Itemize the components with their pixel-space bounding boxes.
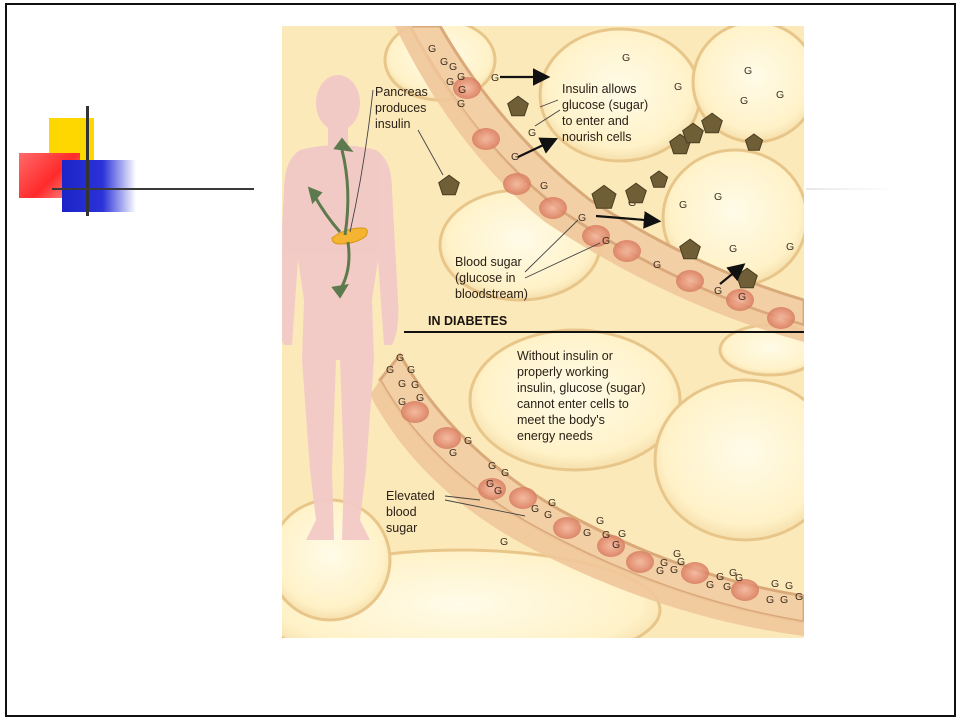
glucose-marker: G <box>596 515 604 527</box>
glucose-marker: G <box>398 378 406 390</box>
glucose-marker: G <box>531 503 539 515</box>
glucose-marker: G <box>458 84 466 96</box>
glucose-marker: G <box>540 180 548 192</box>
glucose-marker: G <box>612 539 620 551</box>
glucose-marker: G <box>446 76 454 88</box>
glucose-marker: G <box>740 95 748 107</box>
glucose-marker: G <box>785 580 793 592</box>
glucose-marker: G <box>486 478 494 490</box>
red-blood-cell-icon <box>433 427 461 449</box>
glucose-marker: G <box>544 509 552 521</box>
glucose-marker: G <box>776 89 784 101</box>
glucose-marker: G <box>578 212 586 224</box>
red-blood-cell-icon <box>681 562 709 584</box>
glucose-marker: G <box>653 259 661 271</box>
glucose-marker: G <box>398 396 406 408</box>
glucose-marker: G <box>511 151 519 163</box>
glucose-marker: G <box>416 392 424 404</box>
glucose-marker: G <box>714 191 722 203</box>
label-in-diabetes: IN DIABETES <box>428 314 507 328</box>
glucose-marker: G <box>500 536 508 548</box>
glucose-marker: G <box>744 65 752 77</box>
glucose-marker: G <box>528 127 536 139</box>
glucose-marker: G <box>714 285 722 297</box>
glucose-marker: G <box>583 527 591 539</box>
glucose-marker: G <box>488 460 496 472</box>
glucose-marker: G <box>602 235 610 247</box>
glucose-marker: G <box>407 364 415 376</box>
glucose-marker: G <box>501 467 509 479</box>
glucose-marker: G <box>428 43 436 55</box>
glucose-marker: G <box>706 579 714 591</box>
glucose-marker: G <box>411 379 419 391</box>
glucose-marker: G <box>449 61 457 73</box>
label-blood-sugar: Blood sugar (glucose in bloodstream) <box>455 255 528 301</box>
glucose-marker: G <box>766 594 774 606</box>
glucose-marker: G <box>386 364 394 376</box>
glucose-marker: G <box>622 52 630 64</box>
glucose-marker: G <box>449 447 457 459</box>
glucose-marker: G <box>440 56 448 68</box>
red-blood-cell-icon <box>539 197 567 219</box>
glucose-marker: G <box>491 72 499 84</box>
glucose-marker: G <box>786 241 794 253</box>
glucose-marker: G <box>674 81 682 93</box>
glucose-marker: G <box>723 581 731 593</box>
glucose-marker: G <box>670 564 678 576</box>
glucose-marker: G <box>656 565 664 577</box>
red-blood-cell-icon <box>676 270 704 292</box>
red-blood-cell-icon <box>613 240 641 262</box>
glucose-marker: G <box>738 291 746 303</box>
glucose-marker: G <box>677 556 685 568</box>
glucose-marker: G <box>457 98 465 110</box>
red-blood-cell-icon <box>472 128 500 150</box>
glucose-marker: G <box>464 435 472 447</box>
glucose-marker: G <box>679 199 687 211</box>
red-blood-cell-icon <box>553 517 581 539</box>
red-blood-cell-icon <box>626 551 654 573</box>
glucose-marker: G <box>771 578 779 590</box>
glucose-marker: G <box>602 529 610 541</box>
red-blood-cell-icon <box>503 173 531 195</box>
glucose-marker: G <box>795 591 803 603</box>
glucose-marker: G <box>780 594 788 606</box>
glucose-marker: G <box>396 352 404 364</box>
glucose-marker: G <box>494 485 502 497</box>
glucose-marker: G <box>457 71 465 83</box>
red-blood-cell-icon <box>767 307 795 329</box>
glucose-marker: G <box>735 572 743 584</box>
glucose-marker: G <box>729 243 737 255</box>
glucose-marker: G <box>548 497 556 509</box>
